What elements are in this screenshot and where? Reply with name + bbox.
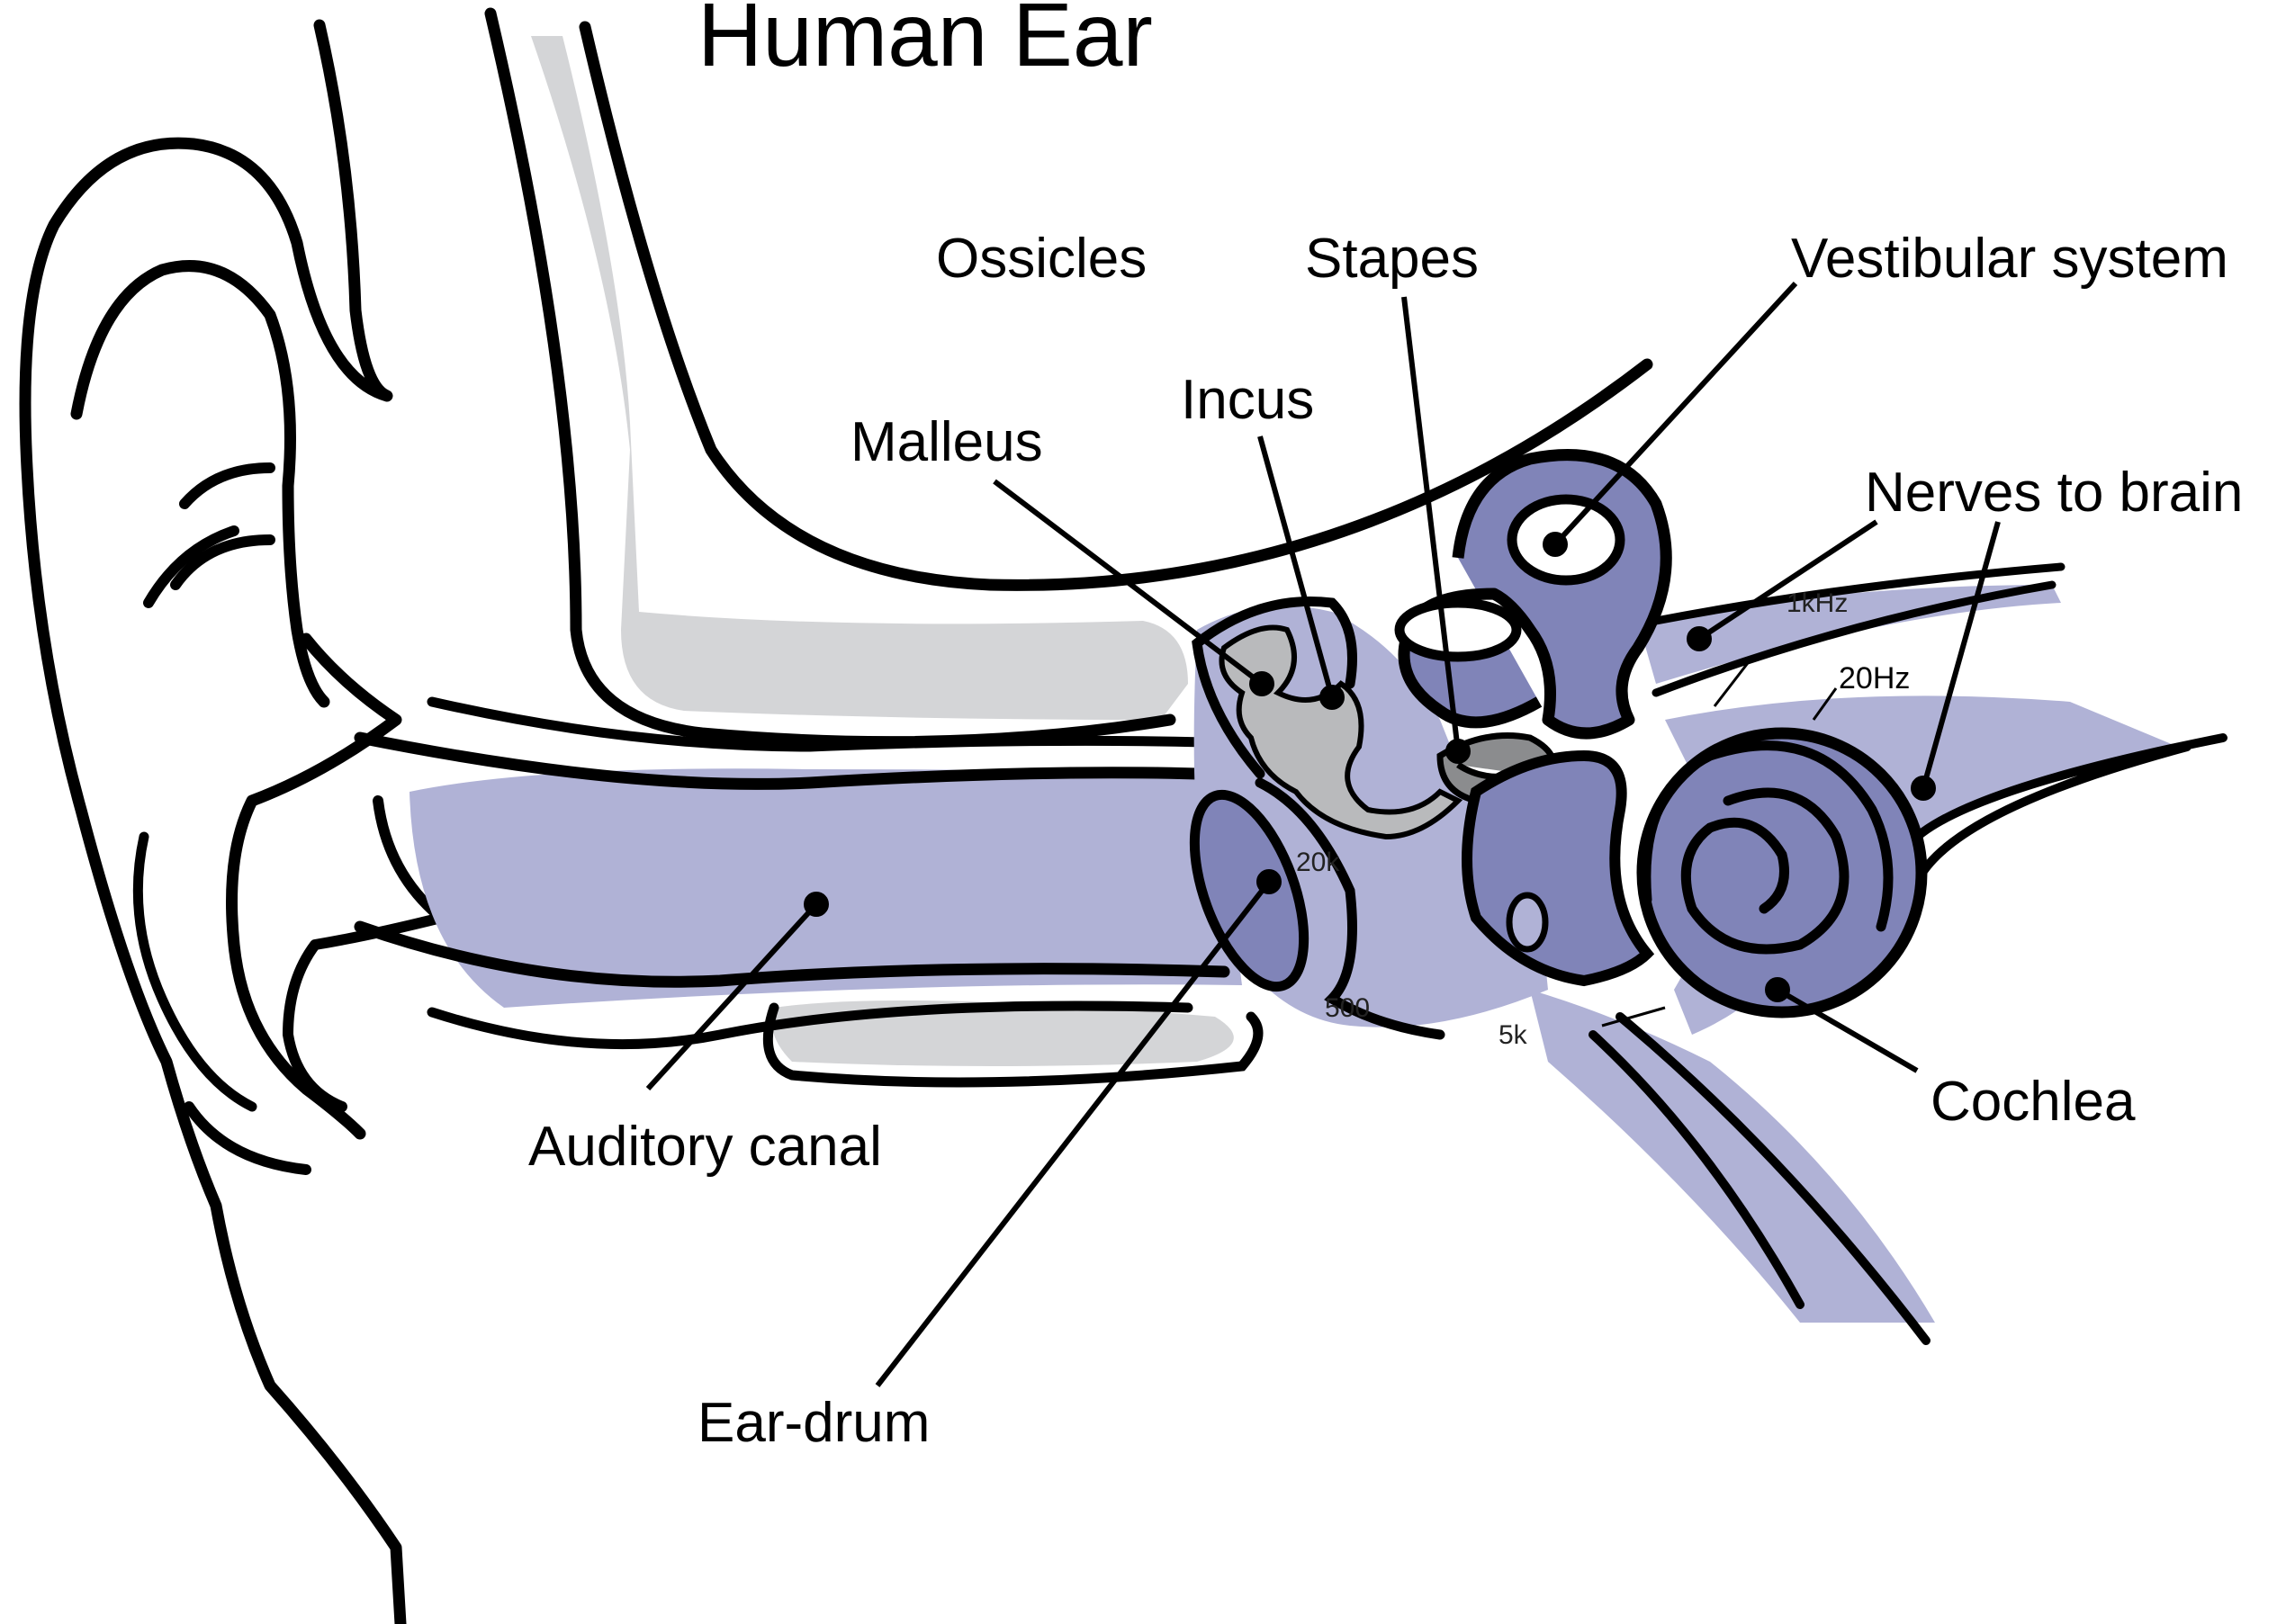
dot-nerves-2	[1913, 778, 1933, 798]
antihelix-2	[176, 540, 270, 585]
label-nerves-to-brain: Nerves to brain	[1865, 462, 2243, 524]
label-auditory-canal: Auditory canal	[528, 1116, 882, 1178]
auditory-canal-group	[360, 702, 1242, 1045]
diagram-title: Human Ear	[698, 0, 1153, 85]
dot-stapes	[1448, 741, 1468, 761]
upper-bone-gray	[531, 36, 1188, 720]
leader-vestibular	[1555, 283, 1796, 544]
concha	[232, 639, 397, 1134]
freq-label-500: 500	[1325, 993, 1370, 1023]
dot-cochlea	[1768, 980, 1787, 1000]
dot-ear-drum	[1259, 872, 1279, 892]
label-vestibular-system: Vestibular system	[1791, 228, 2228, 290]
pinna	[25, 25, 441, 1624]
label-malleus: Malleus	[850, 411, 1043, 473]
label-incus: Incus	[1181, 369, 1314, 431]
label-ossicles: Ossicles	[936, 228, 1147, 290]
antihelix-1	[184, 468, 270, 504]
antitragus	[189, 1107, 306, 1170]
freq-label-1khz: 1kHz	[1786, 588, 1848, 618]
dot-nerves-1	[1689, 629, 1709, 649]
dot-incus	[1322, 687, 1342, 707]
label-ear-drum: Ear-drum	[698, 1392, 930, 1454]
semicircular-canal-hole-2	[1400, 603, 1516, 657]
dot-malleus	[1252, 674, 1272, 694]
freq-label-20hz: 20Hz	[1839, 661, 1910, 695]
label-cochlea: Cochlea	[1930, 1071, 2136, 1133]
oval-window	[1509, 895, 1545, 949]
dot-auditory-canal	[806, 894, 826, 914]
freq-label-5k: 5k	[1498, 1020, 1528, 1050]
dot-vestibular	[1545, 534, 1565, 554]
freq-label-20k: 20k	[1296, 848, 1340, 877]
label-stapes: Stapes	[1305, 228, 1479, 290]
